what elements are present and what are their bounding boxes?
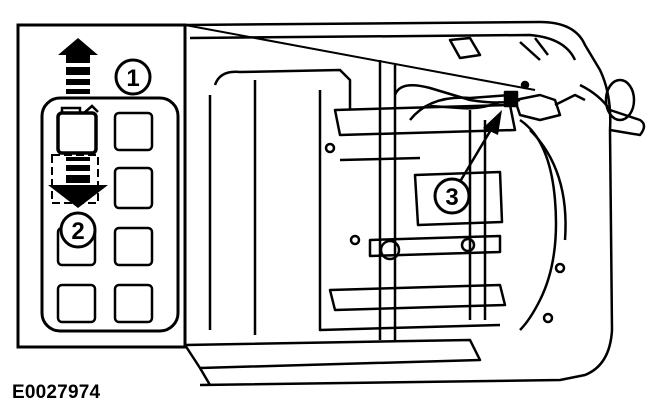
callout-1: 1 — [114, 58, 152, 96]
callout-3-number: 3 — [445, 184, 458, 211]
push-down-arrow-icon — [48, 157, 108, 208]
callout-2-number: 2 — [71, 218, 84, 245]
callout-2: 2 — [59, 211, 97, 249]
leader-arrowhead-icon — [483, 110, 502, 135]
switch-inset-panel — [16, 23, 187, 349]
callout-1-number: 1 — [126, 65, 139, 92]
callout-3: 3 — [433, 110, 502, 215]
seat-frame — [183, 20, 646, 387]
figure-reference-id: E0027974 — [12, 382, 101, 403]
pull-up-arrow-icon — [58, 38, 98, 94]
